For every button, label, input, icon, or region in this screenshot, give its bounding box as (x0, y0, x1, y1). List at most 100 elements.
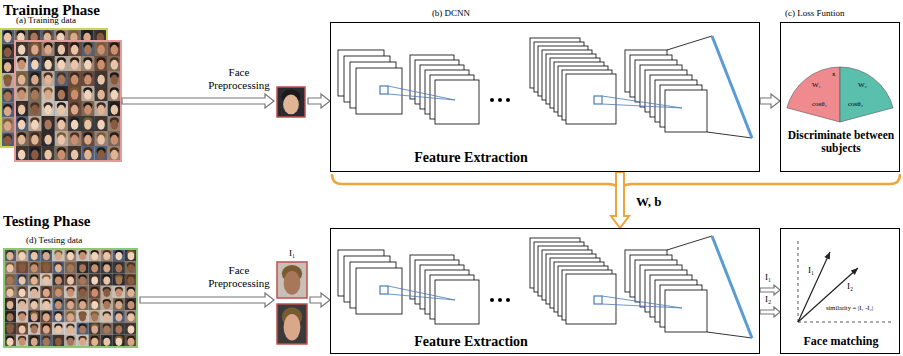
face-skin (19, 289, 26, 297)
face-background (108, 41, 121, 56)
face-skin (67, 277, 74, 285)
kernel-line (602, 96, 682, 108)
feature-map (356, 268, 402, 314)
face-skin (18, 60, 25, 70)
face-background (101, 335, 113, 347)
face-skin (55, 264, 62, 272)
face-background (28, 286, 40, 298)
feature-map (665, 90, 707, 132)
face-skin (19, 326, 26, 334)
face-background (15, 56, 28, 71)
vector-head (851, 268, 858, 275)
face-skin (111, 90, 118, 100)
face-skin (284, 271, 301, 295)
face-skin (44, 150, 51, 160)
kernel-line (388, 94, 455, 100)
face-skin (43, 313, 50, 321)
face-skin (31, 150, 38, 160)
face-skin (55, 326, 62, 334)
face-background (4, 298, 16, 310)
face-background (42, 116, 55, 131)
face-background (55, 131, 68, 146)
face-skin (55, 301, 62, 309)
face-skin (31, 313, 38, 321)
face-skin (128, 252, 135, 260)
face-skin (111, 150, 118, 160)
face-background (68, 56, 81, 71)
face-background (95, 116, 108, 131)
kernel-line (388, 294, 455, 300)
face-skin (4, 121, 11, 131)
face-skin (71, 45, 78, 55)
face-skin (4, 92, 11, 102)
arrow-shape (308, 94, 330, 108)
image-frame (4, 249, 137, 347)
face-skin (58, 150, 65, 160)
face-background (108, 146, 121, 161)
face-skin (97, 135, 104, 145)
face-background (101, 298, 113, 310)
axis-line (798, 322, 893, 323)
kernel-square (380, 86, 388, 94)
node-text: I₁ (274, 248, 310, 258)
face-background (125, 249, 137, 261)
ellipsis-dot (498, 298, 502, 302)
face-skin (4, 136, 11, 146)
vector-label: I₂ (847, 281, 853, 291)
node-text: Feature Extraction (371, 334, 571, 350)
face-skin (31, 326, 38, 334)
vector-line (798, 252, 830, 322)
face-skin (19, 252, 26, 260)
ellipsis-dot (506, 298, 510, 302)
face-background (15, 71, 28, 86)
face-skin (91, 252, 98, 260)
face-background (28, 71, 41, 86)
angle-label: cosθ₁ (812, 100, 827, 108)
face-background (4, 310, 16, 322)
flow-arrow (611, 172, 629, 228)
face-skin (111, 135, 118, 145)
face-skin (18, 135, 25, 145)
face-skin (19, 338, 26, 346)
face-background (101, 323, 113, 335)
face-skin (43, 301, 50, 309)
face-skin (97, 120, 104, 130)
phase-title: Testing Phase (3, 213, 90, 230)
face-skin (111, 60, 118, 70)
face-skin (7, 264, 14, 272)
face-skin (79, 277, 86, 285)
face-background (28, 146, 41, 161)
face-background (15, 101, 28, 116)
face-background (68, 116, 81, 131)
face-skin (58, 105, 65, 115)
face-background (40, 310, 52, 322)
face-skin (111, 45, 118, 55)
kernel-line (602, 304, 682, 308)
face-background (28, 323, 40, 335)
face-skin (58, 60, 65, 70)
face-skin (58, 135, 65, 145)
face-skin (115, 326, 122, 334)
face-skin (4, 33, 11, 43)
face-skin (31, 338, 38, 346)
node-text: Feature Extraction (371, 150, 571, 166)
face-skin (4, 62, 11, 72)
vector-head (824, 252, 830, 260)
face-background (4, 274, 16, 286)
arrow-shape (760, 285, 780, 295)
face-skin (79, 301, 86, 309)
face-skin (44, 75, 51, 85)
face-skin (43, 338, 50, 346)
face-background (1, 132, 14, 147)
face-skin (4, 47, 11, 57)
face-background (28, 116, 41, 131)
face-skin (103, 264, 110, 272)
axis-line (798, 240, 799, 322)
face-skin (91, 289, 98, 297)
face-background (28, 56, 41, 71)
face-background (77, 274, 89, 286)
face-background (1, 88, 14, 103)
face-skin (79, 289, 86, 297)
face-background (40, 298, 52, 310)
fc-line (667, 36, 712, 50)
